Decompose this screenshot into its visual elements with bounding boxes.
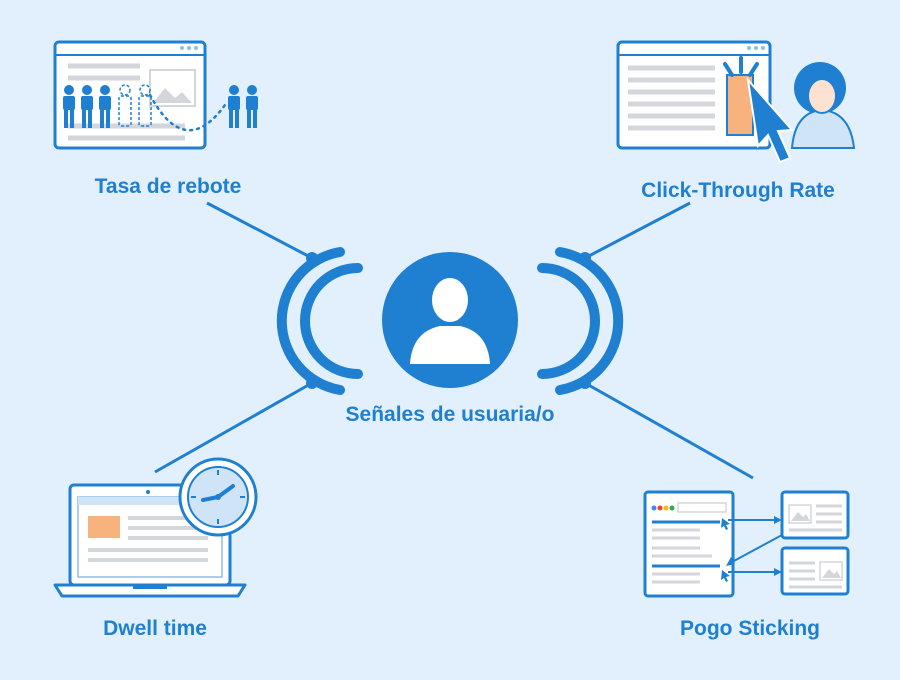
node-label-dwell-time: Dwell time bbox=[103, 617, 207, 640]
connector-pogo bbox=[584, 381, 754, 480]
dwell-time-illustration bbox=[53, 457, 258, 598]
node-label-bounce-rate: Tasa de rebote bbox=[94, 175, 242, 198]
pogo-sticking-illustration bbox=[643, 490, 850, 598]
connector-dwell bbox=[154, 381, 313, 474]
bounce-rate-illustration bbox=[53, 40, 258, 150]
center-label: Señales de usuaria/o bbox=[345, 403, 555, 426]
node-label-ctr: Click-Through Rate bbox=[641, 179, 835, 202]
click-through-illustration bbox=[616, 40, 856, 164]
connector-ctr bbox=[584, 201, 691, 260]
node-label-pogo-sticking: Pogo Sticking bbox=[679, 617, 821, 640]
user-silhouette-icon bbox=[276, 247, 624, 395]
connector-bounce bbox=[206, 201, 313, 260]
